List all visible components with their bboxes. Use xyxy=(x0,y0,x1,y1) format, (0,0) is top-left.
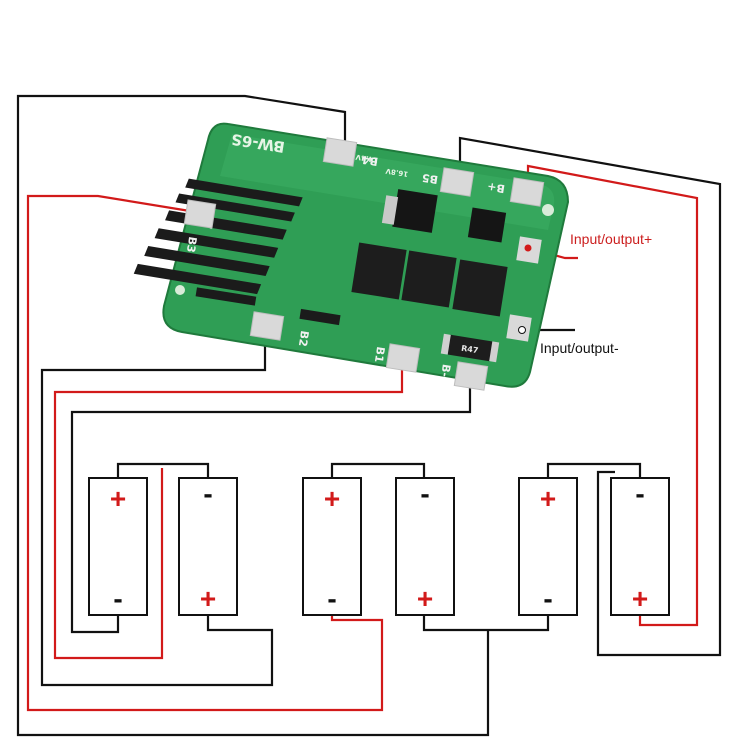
mosfet-5 xyxy=(452,259,508,317)
cell-1-top-symbol: + xyxy=(110,483,126,514)
code-16v8: 16.8V xyxy=(385,166,409,178)
wire-b1 xyxy=(53,360,404,660)
inductor-label: R47 xyxy=(461,344,479,356)
inductor: R47 xyxy=(440,333,500,363)
link-cell1-cell2 xyxy=(116,462,210,478)
pad-b1 xyxy=(385,343,421,373)
label-bminus: B- xyxy=(438,363,453,378)
pad-b4 xyxy=(322,137,358,167)
wire-bminus xyxy=(70,378,472,634)
cell-6-top-symbol: - xyxy=(635,478,644,509)
link-cell5-cell6 xyxy=(546,462,642,478)
pcb-edge-shade xyxy=(220,134,555,230)
output-minus-dot xyxy=(518,326,526,334)
wire-cell4-bottom xyxy=(270,630,490,737)
battery-cell-4: - + xyxy=(395,477,455,616)
cell-1-bottom-symbol: - xyxy=(113,583,122,614)
output-minus-label: Input/output- xyxy=(540,340,619,356)
pad-b5 xyxy=(439,167,475,197)
battery-cell-5: + - xyxy=(518,477,578,616)
mosfet-4 xyxy=(401,250,457,308)
cell-2-top-symbol: - xyxy=(203,478,212,509)
cell-4-bottom-symbol: + xyxy=(417,583,433,614)
black-wires xyxy=(16,94,722,737)
battery-pack: + - - + + - - + + - - + xyxy=(88,477,670,616)
mount-hole-2 xyxy=(175,285,185,295)
pad-bplus xyxy=(509,177,545,207)
output-plus-dot xyxy=(524,244,532,252)
wire-b3 xyxy=(26,194,384,712)
red-wires xyxy=(26,164,699,712)
pad-bminus xyxy=(453,361,489,391)
pad-b2 xyxy=(249,311,285,341)
mosfet-1 xyxy=(392,189,438,233)
mosfets xyxy=(351,189,508,317)
label-b4: B4 xyxy=(361,153,379,168)
cell-4-top-symbol: - xyxy=(420,478,429,509)
link-cell3-cell4 xyxy=(330,462,426,478)
label-b1: B1 xyxy=(372,346,387,364)
mount-hole-1 xyxy=(542,204,554,216)
solder-pads xyxy=(183,137,545,391)
code-14v4: 14.4V xyxy=(355,152,379,164)
link-cell4-cell5 xyxy=(422,615,550,632)
label-b5: B5 xyxy=(421,171,439,186)
wire-bplus xyxy=(526,164,699,627)
cell-6-bottom-symbol: + xyxy=(632,583,648,614)
mosfet-2 xyxy=(467,207,507,243)
bms-board: R47 BW-6S 16.8V 14.4V 21.1V B4 B5 B+ B3 … xyxy=(133,122,570,391)
wire-b4 xyxy=(16,94,347,737)
cell-5-top-symbol: + xyxy=(540,483,556,514)
battery-cell-6: - + xyxy=(610,477,670,616)
cell-3-top-symbol: + xyxy=(324,483,340,514)
label-b3: B3 xyxy=(184,236,199,254)
cell-5-bottom-symbol: - xyxy=(543,583,552,614)
output-plus-label: Input/output+ xyxy=(570,231,653,247)
cell-3-bottom-symbol: - xyxy=(327,583,336,614)
mosfet-3 xyxy=(351,242,407,300)
wire-b5 xyxy=(458,136,722,657)
cell-2-bottom-symbol: + xyxy=(200,583,216,614)
battery-cell-2: - + xyxy=(178,477,238,616)
battery-cell-1: + - xyxy=(88,477,148,616)
label-b2: B2 xyxy=(296,330,311,348)
label-bplus: B+ xyxy=(486,180,505,196)
pad-b3 xyxy=(183,199,217,229)
wire-b2 xyxy=(40,332,274,687)
battery-cell-3: + - xyxy=(302,477,362,616)
